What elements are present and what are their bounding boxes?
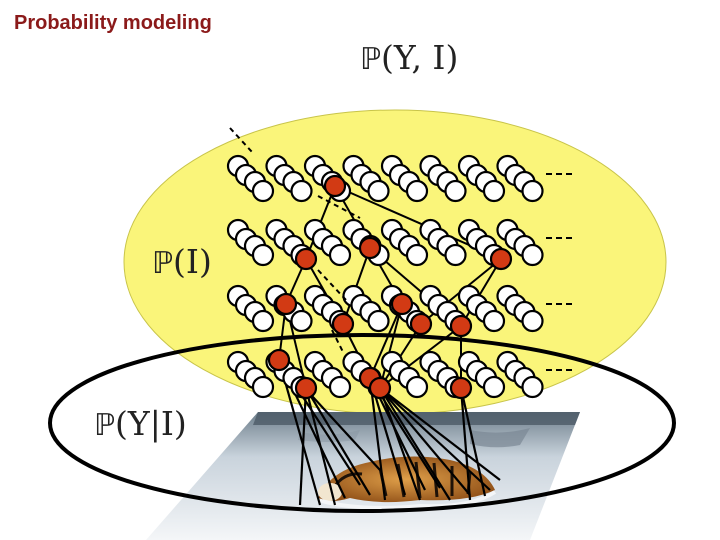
active-node	[449, 314, 473, 338]
latent-edge	[379, 303, 403, 389]
active-node	[358, 236, 382, 260]
conditional-ellipse	[48, 333, 676, 513]
formula-expr: (Y|I)	[115, 404, 187, 443]
latent-edge	[460, 258, 502, 327]
latent-node	[482, 179, 506, 203]
latent-node	[328, 243, 352, 267]
active-node	[294, 247, 318, 271]
active-node	[323, 174, 347, 198]
latent-node	[444, 179, 467, 203]
latent-node	[521, 309, 544, 333]
formula-joint: ℙ(Y, I)	[360, 38, 458, 77]
active-node	[267, 348, 291, 372]
image-edge	[379, 387, 491, 491]
image-edge	[304, 387, 337, 506]
latent-node	[444, 243, 467, 267]
tiger-image	[146, 412, 580, 540]
latent-node	[290, 309, 313, 333]
latent-node	[251, 179, 275, 203]
image-edge	[368, 377, 387, 501]
probability-symbol: ℙ	[94, 408, 116, 443]
latent-node	[367, 179, 390, 203]
formula-expr: (Y, I)	[381, 38, 459, 77]
formula-conditional: ℙ(Y|I)	[94, 404, 187, 443]
probability-symbol: ℙ	[152, 246, 174, 281]
image-edge	[379, 387, 471, 496]
active-node	[409, 312, 433, 336]
latent-node	[521, 375, 544, 399]
continuation-dash	[317, 195, 361, 219]
latent-node	[521, 179, 544, 203]
latent-node	[482, 375, 506, 399]
latent-node	[405, 375, 429, 399]
probability-symbol: ℙ	[360, 42, 382, 77]
active-node	[294, 376, 318, 400]
nodes	[226, 154, 544, 400]
active-node	[489, 247, 513, 271]
latent-node	[251, 375, 275, 399]
latent-node	[521, 243, 544, 267]
latent-node	[405, 179, 429, 203]
latent-node	[405, 243, 429, 267]
continuation-dash	[229, 127, 253, 153]
image-edge	[305, 387, 371, 496]
active-node	[449, 376, 473, 400]
slide-title: Probability modeling	[14, 12, 212, 34]
latent-node	[290, 179, 313, 203]
active-node	[331, 312, 355, 336]
active-node	[368, 376, 392, 400]
latent-node	[328, 375, 352, 399]
image-edge	[379, 387, 501, 481]
formula-expr: (I)	[173, 242, 212, 281]
continuation-dash	[331, 329, 345, 355]
active-node	[274, 292, 298, 316]
image-edge	[378, 387, 422, 501]
formula-marginal: ℙ(I)	[152, 242, 212, 281]
active-node	[390, 292, 414, 316]
image-edge	[379, 387, 451, 501]
latent-node	[367, 309, 390, 333]
continuation-dashes	[229, 127, 574, 371]
image-edge	[459, 387, 487, 497]
latent-node	[482, 309, 506, 333]
latent-node	[251, 243, 275, 267]
image-edge	[298, 387, 308, 506]
continuation-dash	[317, 269, 347, 301]
latent-node	[251, 309, 275, 333]
latent-edge	[369, 303, 403, 379]
image-edge	[459, 387, 472, 501]
